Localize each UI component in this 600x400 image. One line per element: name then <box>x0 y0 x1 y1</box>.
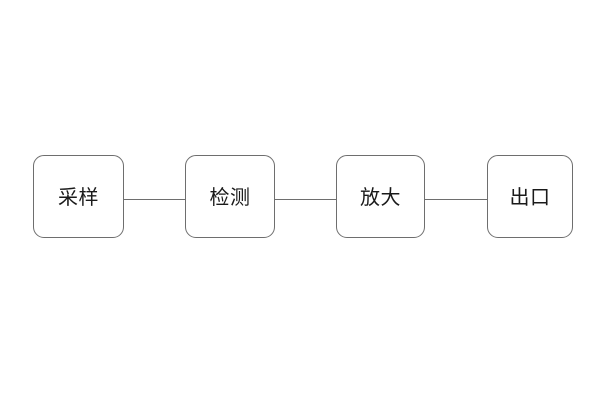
flow-node-sampling[interactable]: 采样 <box>33 155 124 238</box>
flow-node-detection-label: 检测 <box>209 184 251 209</box>
connector-amplification-to-output <box>425 199 487 200</box>
connector-sampling-to-detection <box>124 199 185 200</box>
flow-node-amplification-label: 放大 <box>360 184 401 209</box>
flow-node-detection[interactable]: 检测 <box>185 155 275 238</box>
flow-node-sampling-label: 采样 <box>58 184 99 209</box>
flow-node-amplification[interactable]: 放大 <box>336 155 425 238</box>
flow-node-output-label: 出口 <box>509 184 551 209</box>
flow-node-output[interactable]: 出口 <box>487 155 573 238</box>
connector-detection-to-amplification <box>275 199 336 200</box>
